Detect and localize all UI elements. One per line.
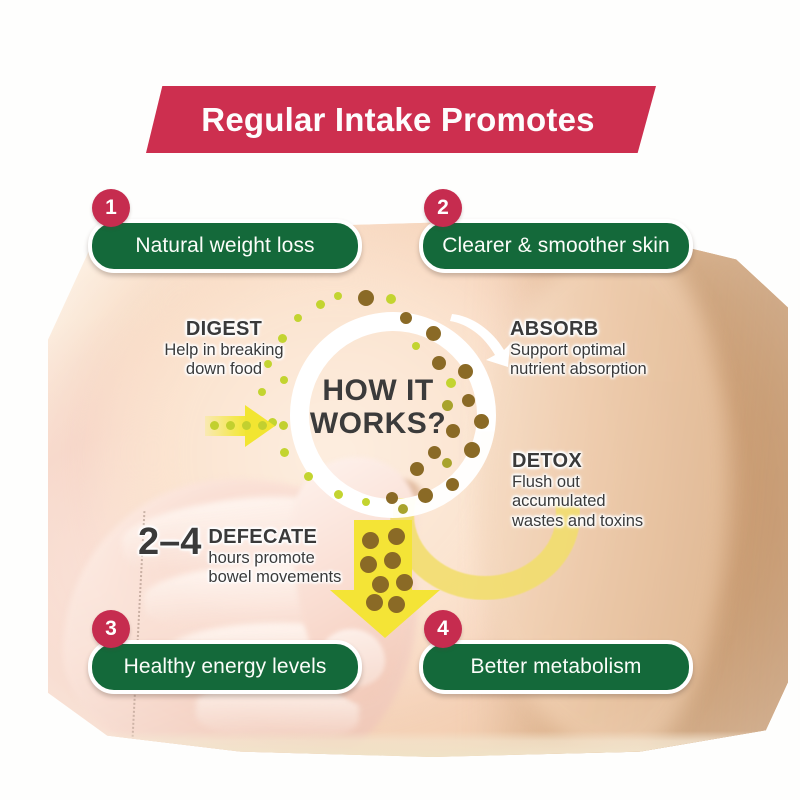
step-absorb-heading: ABSORB (510, 318, 599, 340)
ring-dot (474, 414, 489, 429)
arrow-dot (226, 421, 235, 430)
ring-dot (410, 462, 424, 476)
arrow-dot (372, 576, 389, 593)
step-defecate: 2–4 DEFECATE hours promote bowel movemen… (138, 521, 358, 588)
ring-dot (334, 292, 342, 300)
ring-dot (264, 360, 272, 368)
ring-dot (316, 300, 325, 309)
benefit-label-2: Clearer & smoother skin (442, 234, 670, 257)
header-banner: Regular Intake Promotes (146, 86, 656, 153)
step-detox-line-2: accumulated (512, 492, 606, 511)
ring-dot (304, 472, 313, 481)
ring-dot (400, 312, 412, 324)
step-defecate-line-2: bowel movements (208, 568, 342, 587)
ring-dot (334, 490, 343, 499)
ring-dot (428, 446, 441, 459)
step-absorb: ABSORB Support optimal nutrient absorpti… (510, 318, 710, 380)
step-defecate-duration: 2–4 (138, 521, 202, 563)
step-defecate-line-1: hours promote (208, 549, 315, 567)
ring-dot (358, 290, 374, 306)
step-digest: DIGEST Help in breaking down food (134, 318, 314, 380)
arrow-down-icon (330, 520, 440, 638)
ring-dot (464, 442, 480, 458)
ring-dot (462, 394, 475, 407)
benefit-pill-4[interactable]: Better metabolism (419, 640, 693, 694)
ring-dot (362, 498, 370, 506)
ring-dot (280, 448, 289, 457)
how-it-works-diagram: HOW IT WORKS? (250, 290, 580, 600)
benefit-pill-2[interactable]: Clearer & smoother skin (419, 219, 693, 273)
benefit-label-3: Healthy energy levels (123, 655, 327, 678)
arrow-head (330, 590, 440, 638)
ring-dot (418, 488, 433, 503)
step-defecate-heading: DEFECATE (208, 526, 318, 548)
arrow-dot (366, 594, 383, 611)
arrow-dot (388, 596, 405, 613)
benefit-badge-4: 4 (424, 610, 462, 648)
benefit-label-1: Natural weight loss (135, 234, 315, 257)
step-detox: DETOX Flush out accumulated wastes and t… (512, 450, 702, 531)
ring-dot (294, 314, 302, 322)
arrow-dot (360, 556, 377, 573)
arrow-dot (210, 421, 219, 430)
arrow-right-icon (205, 405, 288, 447)
center-line-2: WORKS? (309, 407, 447, 440)
arrow-dot (362, 532, 379, 549)
step-absorb-line-1: Support optimal (510, 341, 626, 359)
step-detox-line-3: wastes and toxins (512, 511, 644, 530)
step-digest-line-1: Help in breaking (164, 341, 284, 359)
arrow-dot (388, 528, 405, 545)
ring-dot (446, 478, 459, 491)
step-detox-heading: DETOX (512, 450, 583, 472)
page-title: Regular Intake Promotes (201, 100, 595, 138)
arrow-dot (242, 421, 251, 430)
ring-dot (398, 504, 408, 514)
arrow-dot (384, 552, 401, 569)
curved-arrow-icon (448, 310, 520, 372)
ring-dot (442, 458, 452, 468)
ring-dot (278, 334, 287, 343)
step-detox-line-1: Flush out (512, 473, 580, 491)
ring-dot (446, 378, 456, 388)
step-defecate-text: DEFECATE hours promote bowel movements (208, 524, 341, 588)
ring-dot (258, 388, 266, 396)
benefit-label-4: Better metabolism (470, 655, 642, 678)
arrow-dot (396, 574, 413, 591)
benefit-pill-3[interactable]: Healthy energy levels (88, 640, 362, 694)
benefit-badge-1: 1 (92, 189, 130, 227)
ring-dot (446, 424, 460, 438)
ring-dot (426, 326, 441, 341)
step-digest-line-2: down food (185, 360, 263, 379)
ring-dot (458, 364, 473, 379)
benefit-badge-3: 3 (92, 610, 130, 648)
ring-dot (386, 492, 398, 504)
benefit-badge-2: 2 (424, 189, 462, 227)
step-digest-heading: DIGEST (185, 318, 263, 340)
arrow-dot (279, 421, 288, 430)
ring-dot (432, 356, 446, 370)
center-label: HOW IT WORKS? (270, 374, 486, 440)
ring-dot (412, 342, 420, 350)
arrow-dot (258, 421, 267, 430)
benefit-pill-1[interactable]: Natural weight loss (88, 219, 362, 273)
center-line-1: HOW IT (322, 374, 434, 407)
step-absorb-line-2: nutrient absorption (510, 360, 647, 379)
ring-dot (442, 400, 453, 411)
ring-dot (386, 294, 396, 304)
ring-dot (280, 376, 288, 384)
